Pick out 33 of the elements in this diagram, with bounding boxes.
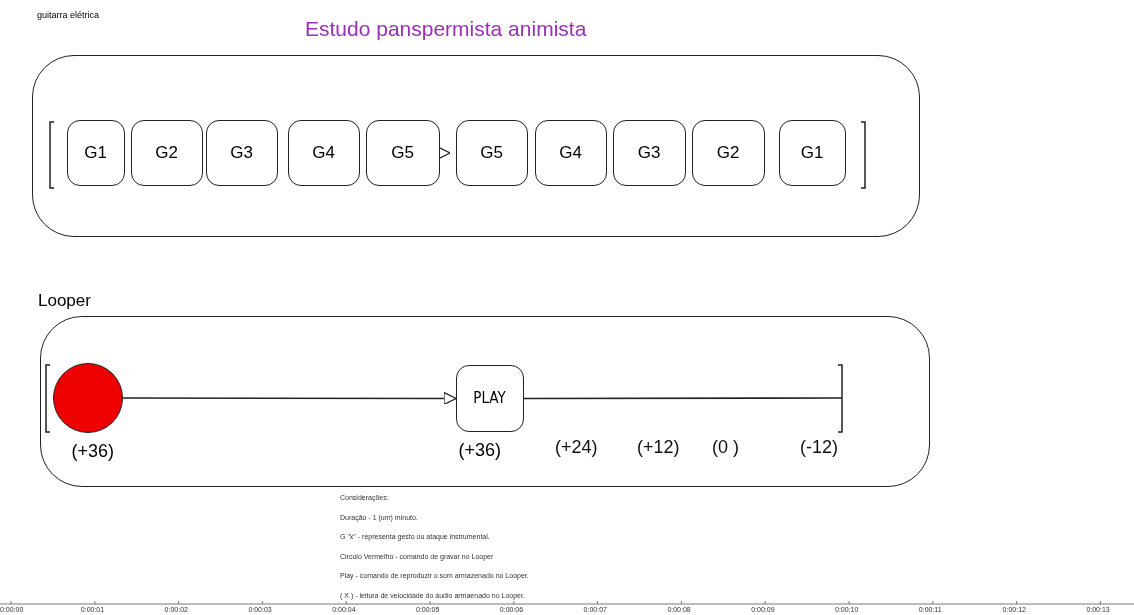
gesture-box bbox=[691, 119, 765, 186]
node-label: G1 bbox=[84, 142, 107, 163]
node-label: G3 bbox=[637, 142, 661, 163]
gesture-box bbox=[612, 119, 686, 186]
arrow bbox=[437, 146, 451, 160]
speed-value: (+36) bbox=[71, 440, 115, 462]
gesture-box bbox=[66, 119, 125, 186]
gesture-box bbox=[130, 119, 203, 186]
gesture-box bbox=[455, 119, 528, 186]
gesture-box bbox=[287, 119, 360, 186]
arrow bbox=[122, 391, 457, 406]
node-label: G1 bbox=[800, 142, 824, 163]
speed-value: (+36) bbox=[458, 439, 502, 461]
gesture-box bbox=[365, 119, 440, 186]
node-label: G4 bbox=[312, 142, 335, 163]
diagram-title: Estudo panspermista animista bbox=[305, 17, 587, 41]
connector-line bbox=[523, 397, 843, 400]
node-label: G4 bbox=[559, 142, 582, 163]
node-label: G5 bbox=[480, 142, 503, 163]
gesture-box bbox=[534, 119, 607, 186]
speed-value: (-12) bbox=[800, 437, 838, 458]
node-label: PLAY bbox=[473, 389, 506, 407]
node-label: G2 bbox=[155, 142, 178, 163]
group-heading: guitarra elétrica bbox=[37, 10, 100, 20]
speed-value: (+24) bbox=[555, 437, 598, 458]
speed-value: (+12) bbox=[637, 437, 680, 458]
node-label: G3 bbox=[230, 142, 253, 163]
gesture-box bbox=[778, 119, 846, 186]
speed-value: (0 ) bbox=[712, 437, 739, 458]
group-heading: Looper bbox=[38, 291, 91, 311]
node-label: G5 bbox=[391, 142, 414, 163]
gesture-box bbox=[205, 119, 278, 186]
node-label: G2 bbox=[716, 142, 740, 163]
